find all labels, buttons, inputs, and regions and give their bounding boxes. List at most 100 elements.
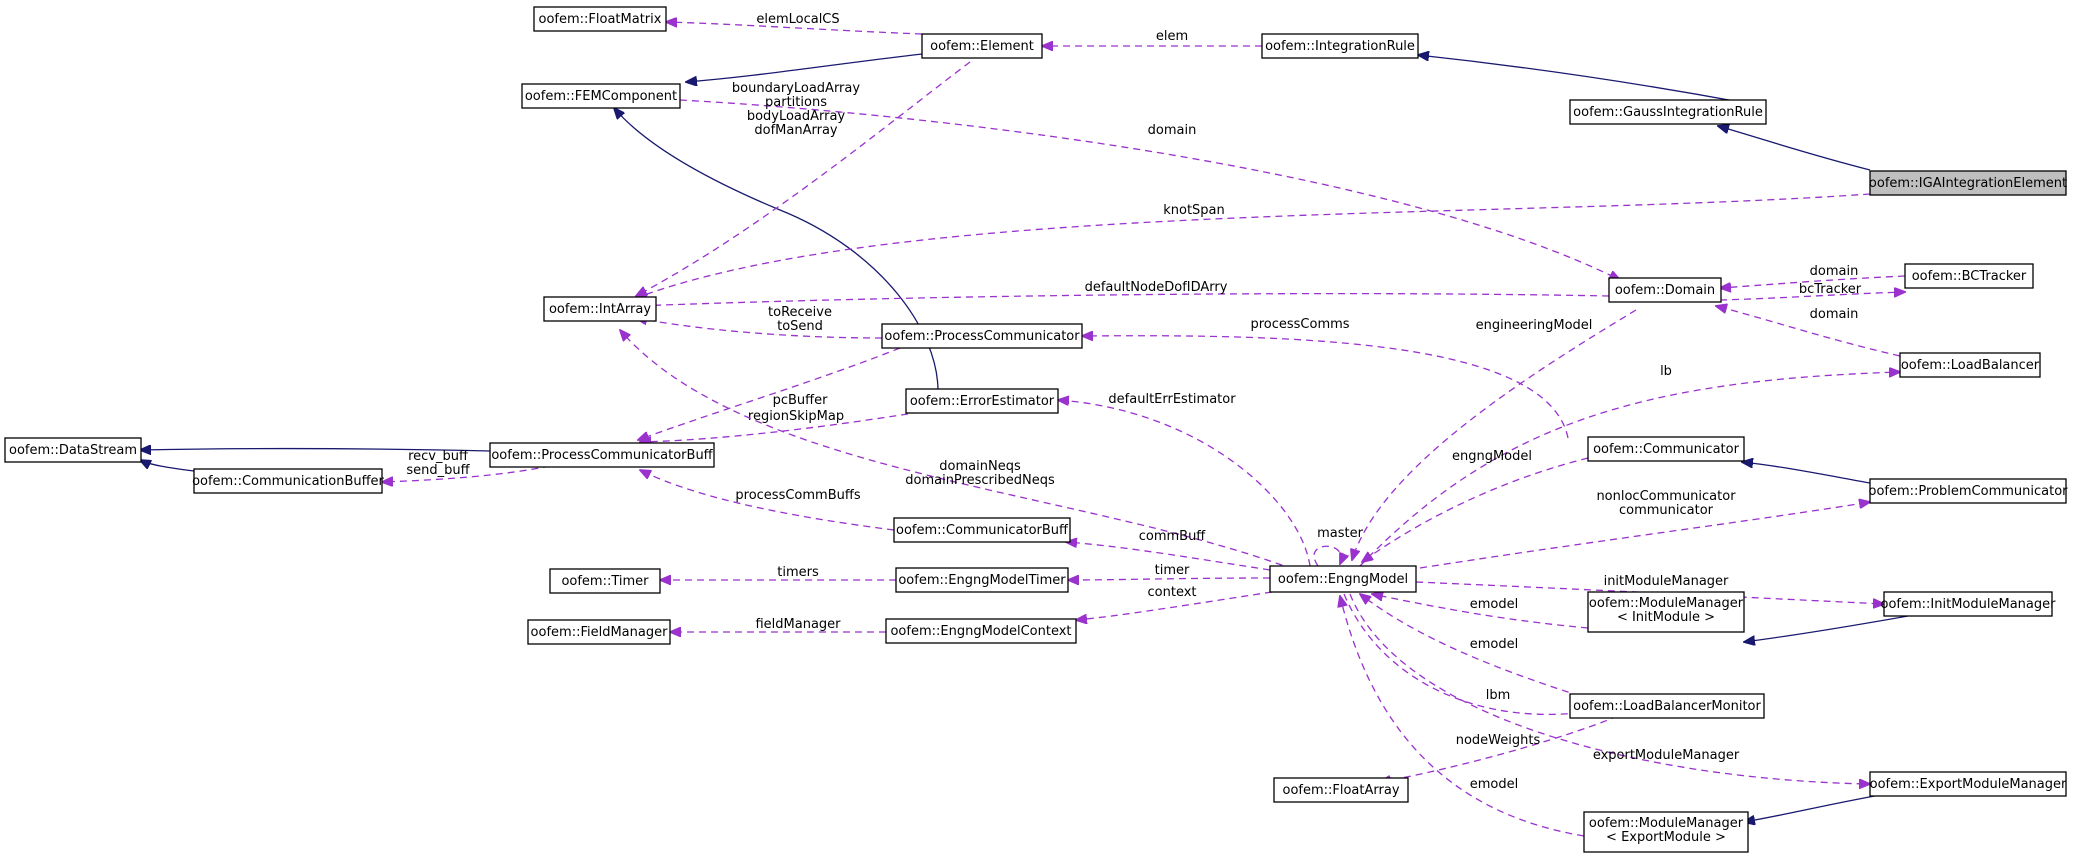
node-engng-model-context[interactable]: oofem::EngngModelContext [885, 618, 1077, 644]
edge-domain-fem: domain [679, 99, 1620, 280]
node-float-array[interactable]: oofem::FloatArray [1273, 777, 1409, 803]
node-load-balancer-monitor[interactable]: oofem::LoadBalancerMonitor [1569, 693, 1765, 719]
edge-emodel-lbm: emodel [1360, 594, 1581, 697]
node-int-array[interactable]: oofem::IntArray [543, 296, 657, 322]
text-line: nonlocCommunicator [1596, 489, 1736, 504]
node-domain[interactable]: oofem::Domain [1608, 277, 1722, 303]
svg-text:oofem::FloatMatrix: oofem::FloatMatrix [539, 12, 662, 27]
edge-emodel-init: emodel [1372, 594, 1589, 629]
node-process-communicator-buff[interactable]: oofem::ProcessCommunicatorBuff [489, 442, 715, 468]
svg-text:oofem::IntArray: oofem::IntArray [549, 302, 651, 317]
edge-label: fieldManager [755, 617, 841, 632]
node-communicator-buff[interactable]: oofem::CommunicatorBuff [893, 517, 1071, 543]
edge-label: defaultErrEstimator [1108, 392, 1236, 407]
text-line: oofem::IntegrationRule [1265, 39, 1415, 54]
svg-text:oofem::EngngModelTimer: oofem::EngngModelTimer [898, 573, 1066, 588]
edge-timers: timers [660, 565, 896, 580]
svg-text:oofem::BCTracker: oofem::BCTracker [1912, 269, 2027, 284]
svg-text:oofem::IGAIntegrationElement: oofem::IGAIntegrationElement [1869, 176, 2067, 191]
text-line: bodyLoadArray [747, 109, 846, 124]
svg-text:oofem::FloatArray: oofem::FloatArray [1282, 783, 1399, 798]
node-communication-buffer[interactable]: oofem::CommunicationBuffer [192, 468, 385, 494]
edge-modulemanager-to-exportmodulemanager [1744, 794, 1881, 822]
svg-text:oofem::Timer: oofem::Timer [561, 574, 649, 589]
node-communicator[interactable]: oofem::Communicator [1587, 436, 1745, 462]
node-engng-model[interactable]: oofem::EngngModel [1269, 565, 1417, 593]
text-line: oofem::ExportModuleManager [1870, 777, 2067, 792]
svg-text:oofem::ProcessCommunicatorBuff: oofem::ProcessCommunicatorBuff [491, 448, 713, 463]
edge-modulemanager-to-initmodulemanager [1744, 615, 1909, 642]
edge-context: context [1076, 585, 1273, 620]
node-element[interactable]: oofem::Element [921, 33, 1043, 59]
node-bc-tracker[interactable]: oofem::BCTracker [1904, 263, 2034, 289]
text-line: oofem::ModuleManager [1589, 596, 1744, 611]
text-line: engngModel [1452, 449, 1532, 464]
edge-processCommBuffs: processCommBuffs [640, 470, 895, 531]
node-module-manager-init[interactable]: oofem::ModuleManager< InitModule > [1587, 591, 1745, 633]
edge-label: domain [1810, 264, 1859, 279]
node-problem-communicator[interactable]: oofem::ProblemCommunicator [1868, 478, 2068, 504]
node-float-matrix[interactable]: oofem::FloatMatrix [533, 6, 667, 32]
edge-integrationrule-to-gauss [1418, 55, 1741, 103]
svg-text:oofem::EngngModel: oofem::EngngModel [1278, 572, 1408, 587]
node-module-manager-export[interactable]: oofem::ModuleManager< ExportModule > [1583, 811, 1749, 853]
text-line: toSend [777, 319, 823, 334]
edge-timer: timer [1068, 563, 1271, 580]
text-line: lb [1660, 364, 1672, 379]
edge-label: bcTracker [1799, 282, 1862, 297]
text-line: < ExportModule > [1606, 830, 1726, 845]
svg-text:oofem::LoadBalancer: oofem::LoadBalancer [1901, 358, 2040, 373]
edge-bc-domain: domain [1720, 264, 1906, 288]
text-line: processCommBuffs [735, 488, 860, 503]
node-load-balancer[interactable]: oofem::LoadBalancer [1899, 352, 2041, 378]
edge-pcBuffer: pcBuffer [638, 347, 901, 440]
node-field-manager[interactable]: oofem::FieldManager [527, 619, 671, 645]
text-line: communicator [1619, 503, 1714, 518]
edge-label: timer [1155, 563, 1190, 578]
text-line: oofem::Element [930, 39, 1034, 54]
node-fem-component[interactable]: oofem::FEMComponent [521, 83, 681, 109]
edge-emodel-export: emodel [1340, 596, 1585, 837]
text-line: emodel [1470, 777, 1518, 792]
edge-label: regionSkipMap [748, 409, 844, 424]
text-line: oofem::Domain [1615, 283, 1715, 298]
text-line: defaultErrEstimator [1108, 392, 1236, 407]
text-line: nodeWeights [1456, 733, 1541, 748]
node-timer[interactable]: oofem::Timer [549, 568, 661, 594]
text-line: regionSkipMap [748, 409, 844, 424]
edge-label: context [1148, 585, 1197, 600]
text-line: commBuff [1139, 529, 1207, 544]
node-gauss-integration-rule[interactable]: oofem::GaussIntegrationRule [1569, 99, 1767, 125]
node-error-estimator[interactable]: oofem::ErrorEstimator [905, 388, 1059, 414]
text-line: bcTracker [1799, 282, 1862, 297]
node-data-stream[interactable]: oofem::DataStream [4, 437, 142, 463]
edge-label: nodeWeights [1456, 733, 1541, 748]
edge-label: elemLocalCS [756, 12, 839, 27]
node-engng-model-timer[interactable]: oofem::EngngModelTimer [895, 567, 1069, 593]
text-line: oofem::Communicator [1593, 442, 1740, 457]
node-process-communicator[interactable]: oofem::ProcessCommunicator [881, 323, 1083, 349]
svg-text:oofem::CommunicatorBuff: oofem::CommunicatorBuff [896, 523, 1069, 538]
edge-label: elem [1156, 29, 1188, 44]
node-iga-integration-element[interactable]: oofem::IGAIntegrationElement [1869, 170, 2067, 196]
text-line: oofem::ProblemCommunicator [1868, 484, 2068, 499]
edge-communicator-to-problemcomm [1742, 462, 1871, 484]
svg-text:oofem::CommunicationBuffer: oofem::CommunicationBuffer [192, 474, 384, 489]
node-export-module-manager[interactable]: oofem::ExportModuleManager [1869, 771, 2067, 797]
edge-lbm: lbm [1343, 593, 1600, 714]
node-init-module-manager[interactable]: oofem::InitModuleManager [1881, 591, 2057, 617]
text-line: oofem::ProcessCommunicator [884, 329, 1080, 344]
edge-knotSpan: knotSpan [636, 193, 1871, 298]
svg-text:oofem::InitModuleManager: oofem::InitModuleManager [1881, 597, 2057, 612]
edge-bcTracker: bcTracker [1719, 282, 1905, 301]
text-line: emodel [1470, 597, 1518, 612]
node-integration-rule[interactable]: oofem::IntegrationRule [1261, 33, 1419, 59]
text-line: knotSpan [1163, 203, 1225, 218]
text-line: oofem::FloatArray [1282, 783, 1399, 798]
